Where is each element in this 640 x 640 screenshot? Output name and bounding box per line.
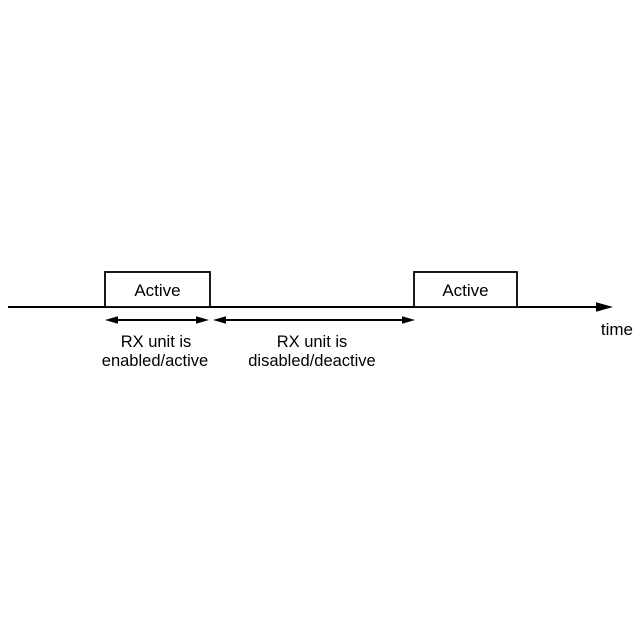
interval-arrow-enabled	[105, 316, 209, 324]
active-box-1-label: Active	[134, 281, 180, 300]
active-box-2	[413, 271, 518, 308]
time-axis-arrowhead-icon	[596, 302, 613, 312]
interval-arrow-disabled-left-arrowhead-icon	[213, 316, 226, 324]
active-box-2-label: Active	[442, 281, 488, 300]
active-box-1	[104, 271, 211, 308]
disabled-interval-label-line2: disabled/deactive	[248, 352, 376, 370]
disabled-interval-label-line1: RX unit is	[277, 333, 348, 351]
enabled-interval-label-line1: RX unit is	[121, 333, 192, 351]
interval-arrow-disabled-right-arrowhead-icon	[402, 316, 415, 324]
interval-arrow-disabled	[213, 316, 415, 324]
enabled-interval-label-line2: enabled/active	[102, 352, 208, 370]
time-axis-label: time	[601, 320, 633, 339]
interval-arrow-enabled-left-arrowhead-icon	[105, 316, 118, 324]
interval-arrow-enabled-right-arrowhead-icon	[196, 316, 209, 324]
